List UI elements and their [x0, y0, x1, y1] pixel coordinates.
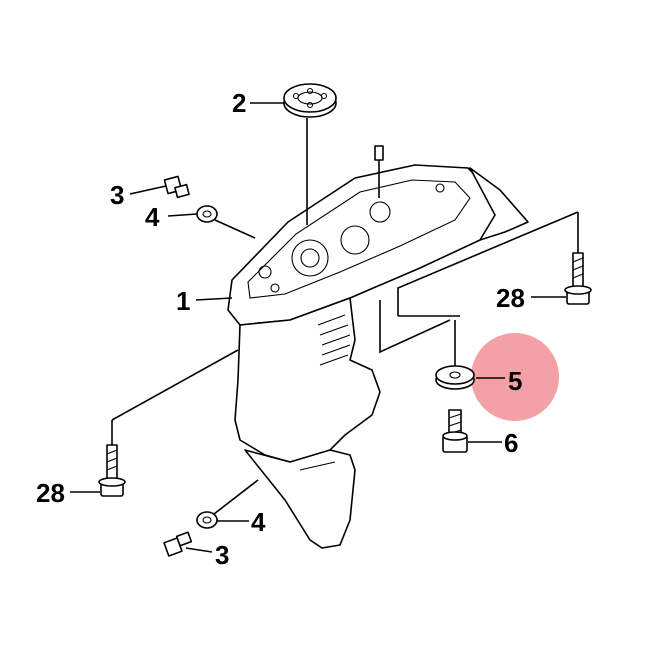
- gearcase-housing: [227, 145, 529, 549]
- screw: [442, 409, 468, 453]
- callout-4-bottom: 4: [251, 507, 266, 537]
- callout-1: 1: [176, 286, 190, 316]
- callout-3-top: 3: [110, 180, 124, 210]
- callout-6: 6: [504, 428, 518, 458]
- callout-5: 5: [508, 366, 522, 396]
- callout-28-left: 28: [36, 478, 65, 508]
- callout-4-top: 4: [145, 202, 160, 232]
- bolt-top: [163, 175, 190, 199]
- washer-bottom: [196, 479, 259, 529]
- callout-2: 2: [232, 88, 246, 118]
- washer-top: [196, 205, 256, 239]
- bolt-left: [98, 349, 239, 497]
- callout-3-bottom: 3: [215, 540, 229, 570]
- bolt-bottom: [163, 531, 193, 557]
- bearing: [283, 83, 337, 225]
- leader-lines: [70, 102, 566, 553]
- bolt-right: [397, 211, 592, 317]
- grommet: [379, 300, 475, 390]
- callout-28-right: 28: [496, 283, 525, 313]
- callout-5-highlight: [471, 333, 559, 421]
